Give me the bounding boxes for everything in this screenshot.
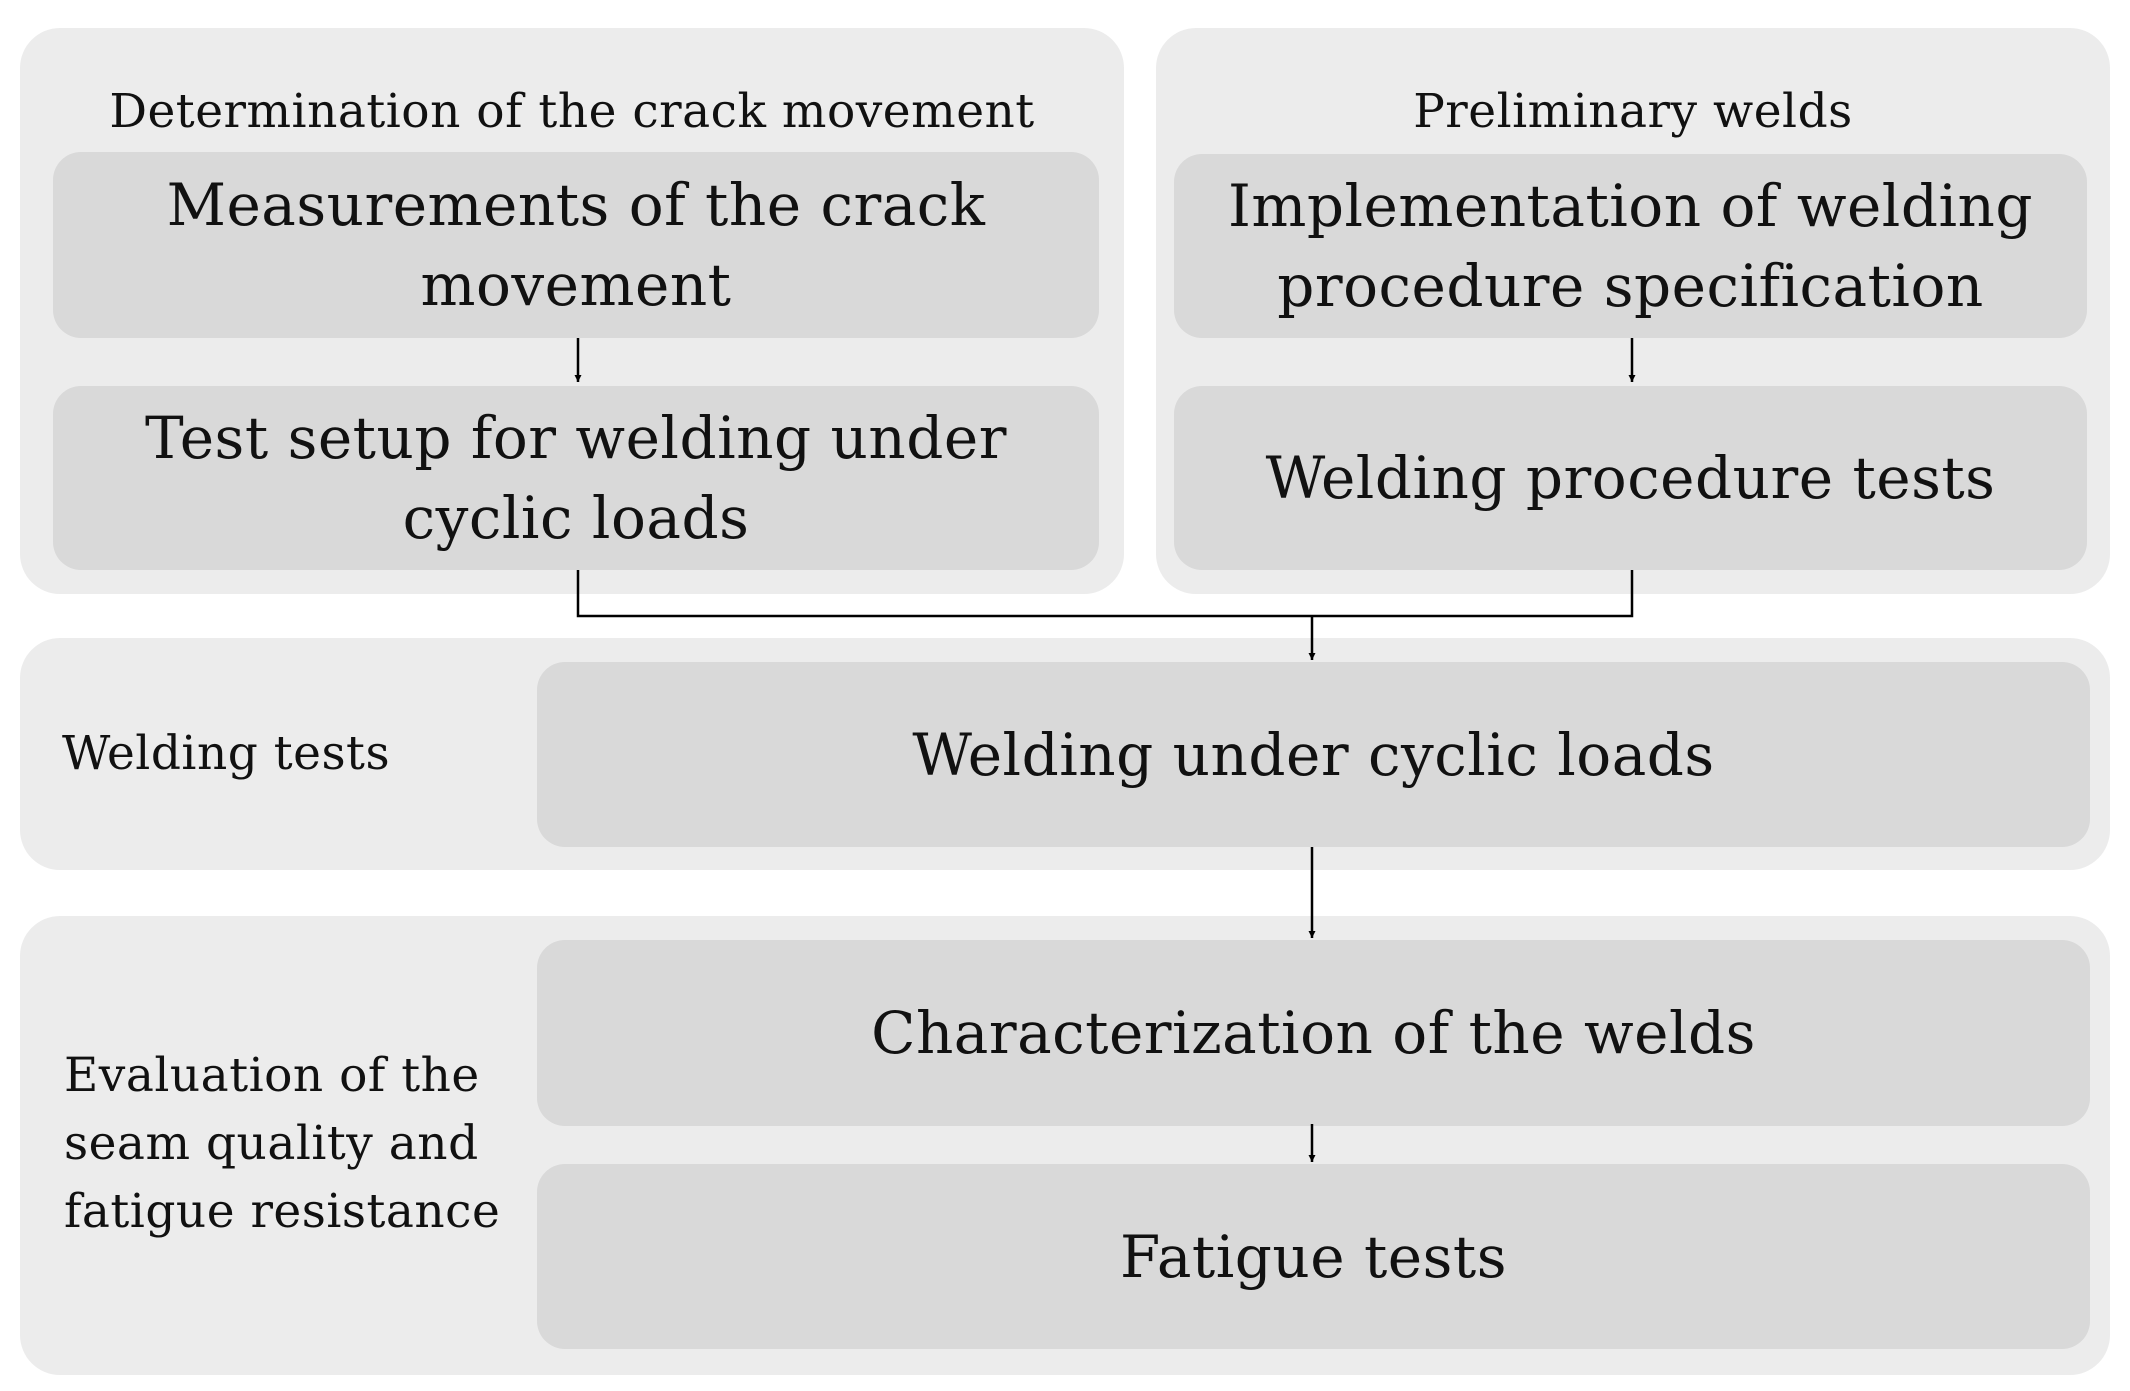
step-welding-under-cyclic-loads-text: Welding under cyclic loads xyxy=(912,720,1715,789)
step-wps-implementation-line2: procedure specification xyxy=(1277,252,1984,320)
step-fatigue-tests: Fatigue tests xyxy=(537,1164,2090,1349)
step-welding-procedure-tests: Welding procedure tests xyxy=(1174,386,2087,570)
step-welding-procedure-tests-text: Welding procedure tests xyxy=(1265,444,1996,512)
step-fatigue-tests-text: Fatigue tests xyxy=(1120,1222,1507,1291)
group-evaluation: Evaluation of the seam quality and fatig… xyxy=(20,916,2110,1375)
group-preliminary-welds: Preliminary welds Implementation of weld… xyxy=(1156,28,2110,594)
step-welding-under-cyclic-loads: Welding under cyclic loads xyxy=(537,662,2090,847)
step-test-setup: Test setup for welding under cyclic load… xyxy=(53,386,1099,570)
group-crack-movement-title: Determination of the crack movement xyxy=(109,84,1035,139)
step-test-setup-line1: Test setup for welding under xyxy=(145,404,1007,472)
group-welding-tests: Welding tests Welding under cyclic loads xyxy=(20,638,2110,870)
step-characterization-of-welds-text: Characterization of the welds xyxy=(871,999,1756,1067)
step-wps-implementation-line1: Implementation of welding xyxy=(1227,172,2034,240)
group-evaluation-label-line3: fatigue resistance xyxy=(64,1184,501,1239)
group-welding-tests-label: Welding tests xyxy=(62,726,391,781)
group-evaluation-label-line1: Evaluation of the xyxy=(64,1048,480,1103)
group-evaluation-label-line2: seam quality and xyxy=(64,1116,479,1171)
group-evaluation-label: Evaluation of the seam quality and fatig… xyxy=(64,1042,500,1246)
merge-connector xyxy=(576,570,1634,618)
step-characterization-of-welds: Characterization of the welds xyxy=(537,940,2090,1126)
group-preliminary-welds-title: Preliminary welds xyxy=(1413,84,1853,139)
step-wps-implementation: Implementation of welding procedure spec… xyxy=(1174,154,2087,338)
step-test-setup-line2: cyclic loads xyxy=(402,484,750,552)
step-crack-measurements: Measurements of the crack movement xyxy=(53,152,1099,338)
step-crack-measurements-line1: Measurements of the crack xyxy=(166,171,986,239)
step-crack-measurements-line2: movement xyxy=(420,251,732,319)
group-crack-movement: Determination of the crack movement Meas… xyxy=(20,28,1124,594)
